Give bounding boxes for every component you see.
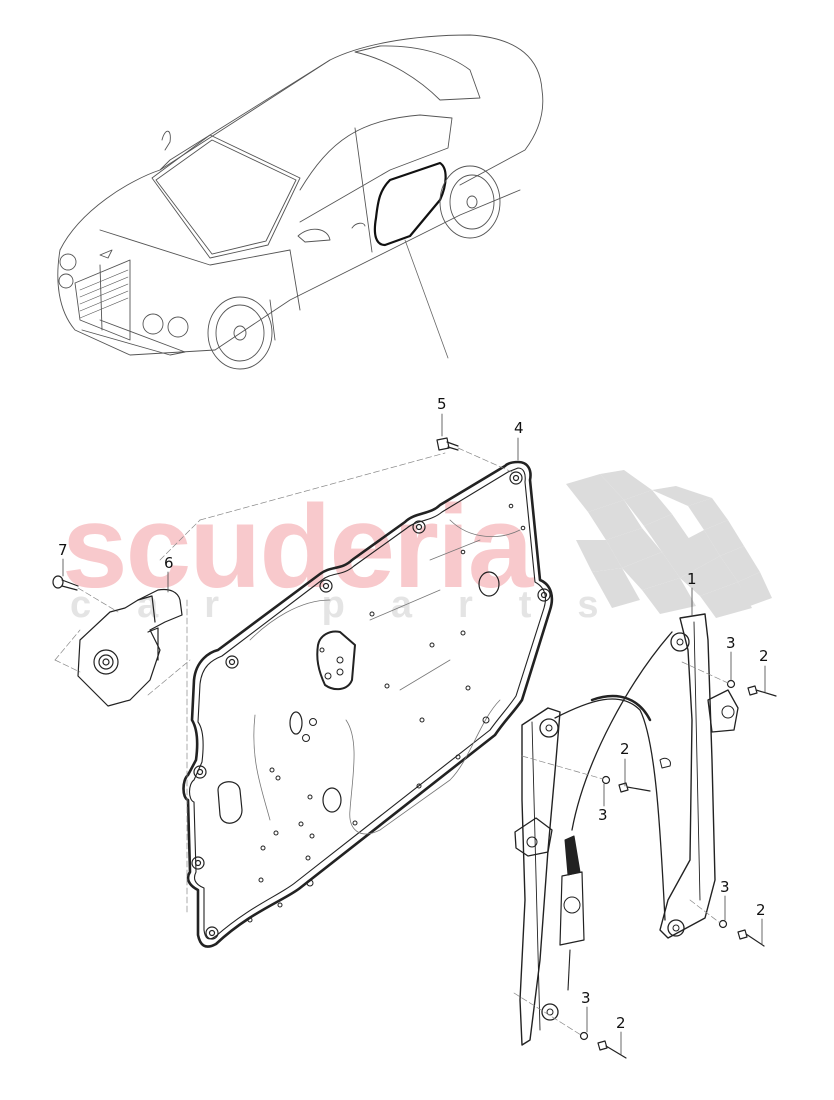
callout-2-bolt[interactable]: 2 [620,740,630,758]
callout-2-bolt[interactable]: 2 [616,1014,626,1032]
callout-6-window-motor[interactable]: 6 [164,554,174,572]
regulator-fasteners [579,679,777,1059]
callout-3-washer[interactable]: 3 [581,989,591,1007]
window-regulator [514,613,739,1046]
door-module-carrier [182,460,554,948]
watermark-car-parts: car parts [70,584,645,626]
callout-3-washer[interactable]: 3 [726,634,736,652]
car-overview-illustration [57,34,544,370]
callout-2-bolt[interactable]: 2 [759,647,769,665]
screw-7 [52,575,79,591]
callout-3-washer[interactable]: 3 [720,878,730,896]
callout-3-washer[interactable]: 3 [598,806,608,824]
watermark-scuderia: scuderia [62,481,533,613]
callout-4-door-module-carrier[interactable]: 4 [514,419,524,437]
screw-5 [436,437,459,451]
callout-2-bolt[interactable]: 2 [756,901,766,919]
callout-5-screw[interactable]: 5 [437,395,447,413]
callout-7-screw[interactable]: 7 [58,541,68,559]
callout-1-window-regulator[interactable]: 1 [687,570,697,588]
window-motor [77,588,183,707]
